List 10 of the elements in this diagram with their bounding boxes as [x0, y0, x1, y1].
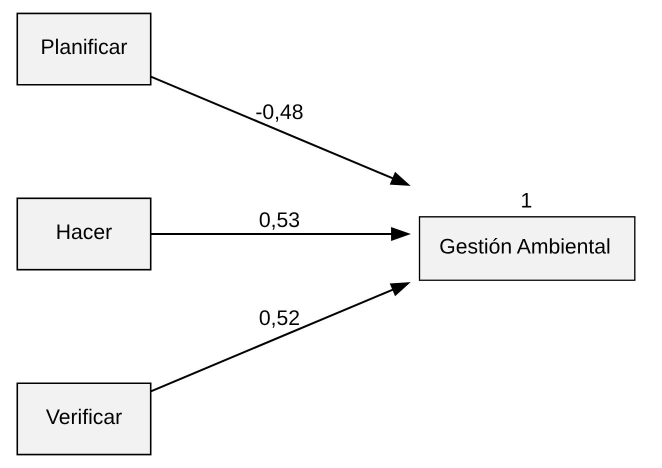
arrow: [150, 76, 411, 186]
node-box: Verificar: [16, 382, 152, 456]
edge-label: 0,53: [258, 209, 300, 232]
arrow: [150, 282, 411, 392]
edge-label: 0,52: [258, 306, 300, 330]
arrow: [151, 227, 411, 241]
node-box: Planificar: [16, 12, 152, 86]
edge-label: -0,48: [255, 100, 304, 124]
node-box: Hacer: [16, 198, 152, 270]
node-label: 1: [520, 189, 532, 212]
